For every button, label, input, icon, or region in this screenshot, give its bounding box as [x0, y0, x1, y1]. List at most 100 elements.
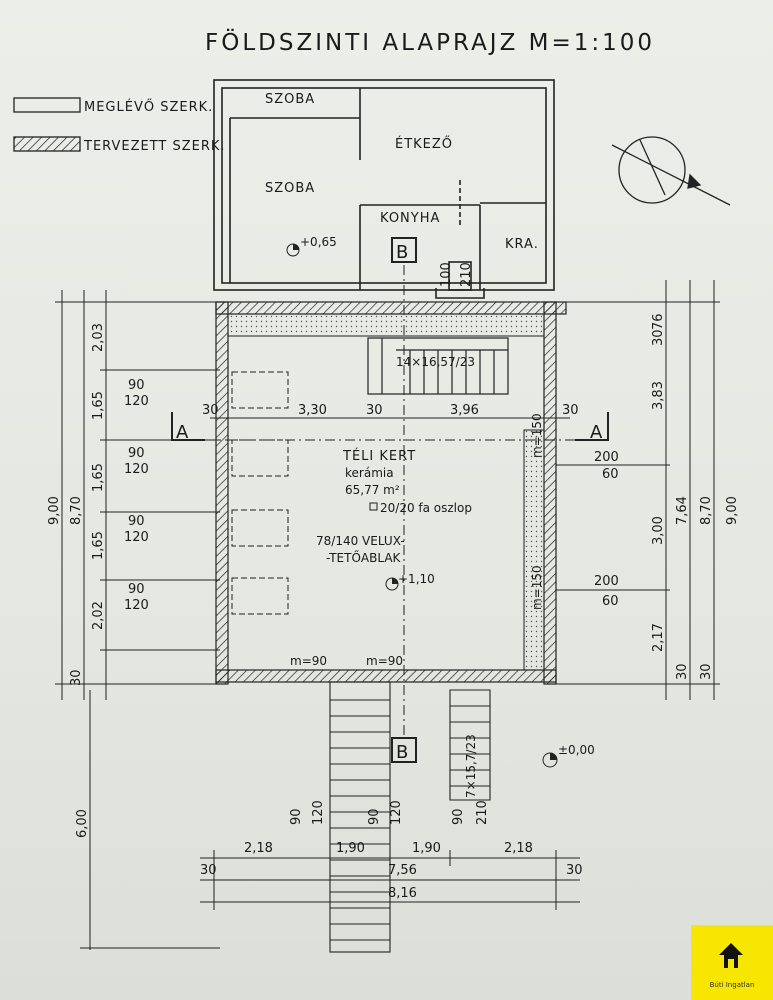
room-szoba-top: SZOBA — [265, 92, 315, 107]
room-teli-kert: TÉLI KERT — [342, 448, 416, 464]
dim-door-90c: 90 — [451, 808, 466, 825]
level-marker-main: +1,10 — [385, 572, 435, 591]
dim-left-seg1: 2,03 — [91, 323, 106, 352]
dim-bot-30a: 30 — [200, 863, 217, 878]
section-a-right: A — [575, 412, 609, 443]
dim-bot-30b: 30 — [566, 863, 583, 878]
section-b-bottom: B — [391, 737, 417, 763]
dim-left-seg5: 2,02 — [91, 601, 106, 630]
dim-win-w-4: 90 — [128, 582, 145, 597]
dim-right-30b: 30 — [699, 663, 714, 680]
left-windows — [231, 371, 289, 615]
dim-right-30: 30 — [651, 329, 666, 346]
door-tag-2: m=90 — [366, 654, 403, 668]
dim-top-c: 30 — [366, 403, 383, 418]
svg-text:B: B — [396, 242, 408, 263]
dim-door-90a: 90 — [289, 808, 304, 825]
dim-right-300: 3,00 — [651, 516, 666, 545]
legend-existing-swatch — [13, 97, 81, 113]
legend-planned-swatch — [13, 136, 81, 152]
velux-label: 78/140 VELUX- — [316, 534, 405, 548]
room-keramia: kerámia — [345, 466, 394, 480]
walls — [215, 301, 567, 685]
dim-kitchen-100: 100 — [439, 262, 454, 287]
dim-door-120a: 120 — [311, 800, 326, 825]
section-b-top: B — [391, 237, 417, 263]
dim-top-b: 3,30 — [298, 403, 327, 418]
dim-top-a: 30 — [202, 403, 219, 418]
dim-right-900: 9,00 — [725, 496, 740, 525]
dim-left-seg4: 1,65 — [91, 531, 106, 560]
dim-win-h-4: 120 — [124, 598, 149, 613]
window-tag-2: m=150 — [530, 565, 544, 610]
dim-win-h-1: 120 — [124, 394, 149, 409]
window-tag-1: m=150 — [530, 413, 544, 458]
watermark-logo: Búti Ingatlan — [691, 925, 773, 1000]
inner-stair — [367, 337, 509, 395]
column-symbol — [369, 502, 378, 511]
dim-left-seg3: 1,65 — [91, 463, 106, 492]
dim-bot-b: 1,90 — [336, 841, 365, 856]
svg-text:+1,10: +1,10 — [398, 572, 435, 586]
dim-right-764: 7,64 — [675, 496, 690, 525]
legend-existing-label: MEGLÉVŐ SZERK. — [84, 99, 213, 115]
side-stair-note: 7×15,7/23 — [464, 734, 478, 798]
door-tag-1: m=90 — [290, 654, 327, 668]
stair-note: 14×16,57/23 — [396, 355, 475, 369]
legend-planned-label: TERVEZETT SZERK. — [83, 139, 226, 154]
dim-win-h-3: 120 — [124, 530, 149, 545]
svg-text:±0,00: ±0,00 — [558, 743, 595, 757]
svg-text:B: B — [396, 742, 408, 763]
dim-right-win-h-1: 60 — [602, 467, 619, 482]
dim-win-w-2: 90 — [128, 446, 145, 461]
side-stair — [449, 689, 491, 801]
left-dimensions — [55, 290, 220, 950]
dim-right-win-w-1: 200 — [594, 450, 619, 465]
dim-left-inner: 8,70 — [69, 496, 84, 525]
level-marker-szoba: +0,65 — [286, 235, 337, 257]
dim-right-win-w-2: 200 — [594, 574, 619, 589]
dim-left-600: 6,00 — [75, 809, 90, 838]
room-area: 65,77 m² — [345, 483, 400, 497]
room-kra: KRA. — [505, 237, 539, 252]
svg-text:A: A — [590, 422, 603, 443]
front-stair — [329, 681, 391, 953]
dim-door-210: 210 — [475, 800, 490, 825]
dim-left-outer: 9,00 — [47, 496, 62, 525]
room-konyha: KONYHA — [380, 211, 440, 226]
dim-left-30: 30 — [69, 669, 84, 686]
north-arrow — [611, 136, 731, 206]
legend: MEGLÉVŐ SZERK. TERVEZETT SZERK. — [13, 97, 226, 154]
right-dimensions — [556, 280, 720, 700]
dim-right-76: 76 — [651, 313, 666, 330]
dim-right-383: 3,83 — [651, 381, 666, 410]
watermark-text: Búti Ingatlan — [709, 981, 755, 989]
dim-top-e: 30 — [562, 403, 579, 418]
dim-right-win-h-2: 60 — [602, 594, 619, 609]
dim-win-h-2: 120 — [124, 462, 149, 477]
dim-right-217: 2,17 — [651, 623, 666, 652]
bottom-dimensions — [200, 850, 580, 910]
dim-bot-c: 1,90 — [412, 841, 441, 856]
house-icon — [719, 943, 743, 968]
dim-bot-outer: 8,16 — [388, 886, 417, 901]
level-marker-ground: ±0,00 — [542, 743, 595, 768]
tetoablak-label: -TETŐABLAK — [326, 550, 402, 565]
dim-win-w-1: 90 — [128, 378, 145, 393]
plan-title: FÖLDSZINTI ALAPRAJZ M=1:100 — [205, 28, 655, 56]
column-note: 20/20 fa oszlop — [380, 501, 472, 515]
svg-text:+0,65: +0,65 — [300, 235, 337, 249]
dim-win-w-3: 90 — [128, 514, 145, 529]
dim-right-870: 8,70 — [699, 496, 714, 525]
dim-right-30a: 30 — [675, 663, 690, 680]
dim-kitchen-210: 210 — [459, 262, 474, 287]
dim-door-90b: 90 — [367, 808, 382, 825]
dim-door-120b: 120 — [389, 800, 404, 825]
section-a-left: A — [171, 412, 205, 443]
room-szoba: SZOBA — [265, 181, 315, 196]
room-etkezo: ÉTKEZŐ — [395, 136, 453, 152]
svg-text:A: A — [176, 422, 189, 443]
dim-bot-total: 7,56 — [388, 863, 417, 878]
